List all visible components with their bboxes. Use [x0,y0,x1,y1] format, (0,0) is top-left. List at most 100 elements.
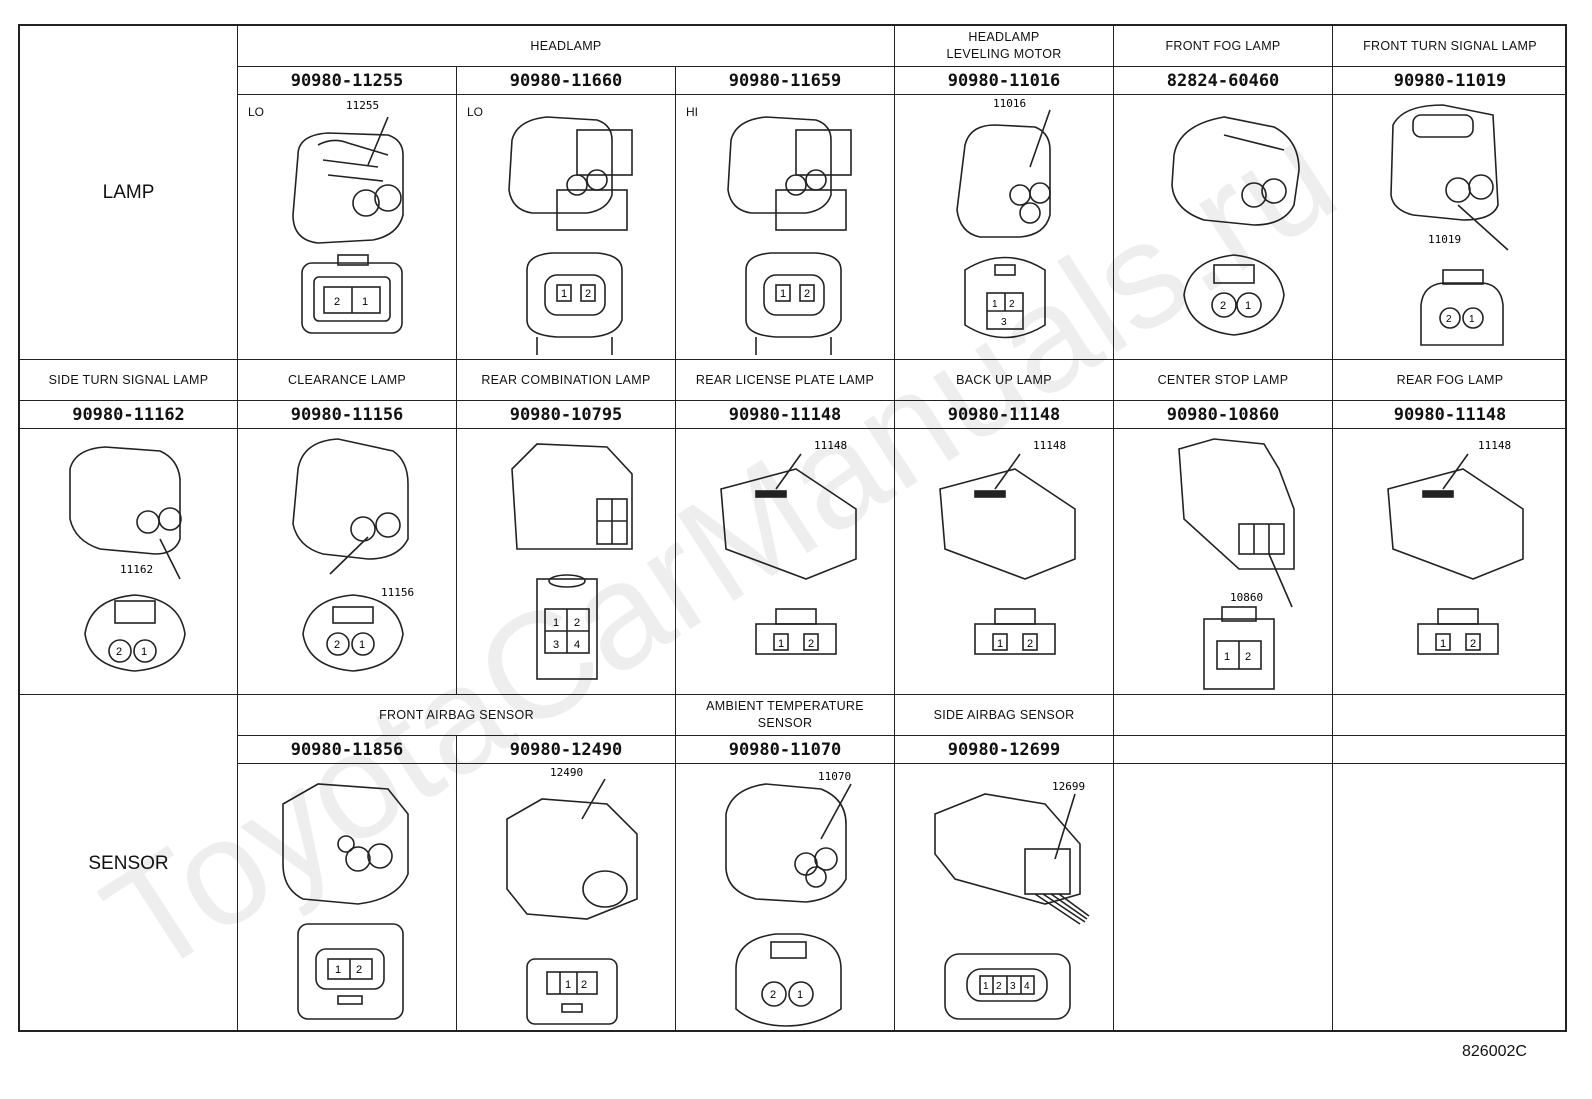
row-label-lamp: LAMP [20,26,238,360]
part-number: 90980-11255 [238,66,457,95]
col-header-text: AMBIENT TEMPERATURE SENSOR [706,699,864,730]
connector-illustration: 1 2 3 4 [511,443,633,680]
svg-text:3: 3 [1010,981,1016,992]
svg-text:2: 2 [574,617,580,629]
part-number-empty [1114,735,1333,764]
callout-label: 11162 [120,563,153,576]
col-header-text: REAR FOG LAMP [1396,372,1504,387]
connector-drawing: LO 1 2 [457,95,676,360]
callout-label: 11148 [1478,439,1511,452]
connector-illustration: 11162 2 1 [69,446,186,672]
group-header-text: HEADLAMP [530,38,602,53]
svg-text:1: 1 [992,299,998,310]
part-number: 90980-10860 [1114,400,1333,429]
connector-illustration: 12699 1 2 3 4 [934,780,1090,1020]
svg-text:4: 4 [1024,981,1030,992]
connector-drawing: 1 2 [238,764,457,1032]
connector-drawing: 11070 2 1 [676,764,895,1032]
col-header: CENTER STOP LAMP [1114,360,1333,401]
callout-label: 10860 [1230,591,1263,604]
col-header-empty [1333,695,1567,736]
connector-illustration: 2 1 [1171,116,1300,336]
col-header-text: CLEARANCE LAMP [287,372,407,387]
col-header: FRONT TURN SIGNAL LAMP [1333,26,1567,67]
col-header-text: FRONT TURN SIGNAL LAMP [1363,38,1537,53]
connector-illustration: 11019 2 1 [1390,104,1509,346]
connector-drawing: 11148 1 2 [676,429,895,695]
svg-text:1: 1 [1224,651,1230,663]
connector-drawing: HI 1 2 [676,95,895,360]
svg-text:1: 1 [335,964,341,976]
group-header-text: FRONT AIRBAG SENSOR [379,707,534,722]
col-header-empty [1114,695,1333,736]
svg-text:1: 1 [553,617,559,629]
col-header: REAR FOG LAMP [1333,360,1567,401]
svg-text:1: 1 [778,638,784,650]
svg-text:2: 2 [1027,638,1033,650]
connector-drawing: 2 1 [1114,95,1333,360]
part-number: 90980-11016 [895,66,1114,95]
connector-illustration: 1 2 [508,116,633,355]
connector-table: LAMP HEADLAMP HEADLAMP LEVELING MOTOR FR… [18,24,1567,1032]
connector-drawing: 11019 2 1 [1333,95,1567,360]
col-header: SIDE AIRBAG SENSOR [895,695,1114,736]
col-header-text: HEADLAMP LEVELING MOTOR [946,30,1062,61]
part-number: 90980-11162 [20,400,238,429]
connector-drawing: 10860 1 2 [1114,429,1333,695]
connector-drawing: 11156 2 1 [238,429,457,695]
connector-drawing: 11148 1 2 [895,429,1114,695]
part-number: 90980-11148 [895,400,1114,429]
svg-text:2: 2 [334,296,340,308]
row-label-text: SENSOR [88,852,169,874]
row-label-sensor: SENSOR [20,695,238,1032]
col-header: AMBIENT TEMPERATURE SENSOR [676,695,895,736]
connector-drawing: 12699 1 2 3 4 [895,764,1114,1032]
callout-label: 11148 [814,439,847,452]
group-header-headlamp: HEADLAMP [238,26,895,67]
svg-text:2: 2 [770,989,776,1001]
part-number: 90980-11856 [238,735,457,764]
connector-illustration: 1 2 [727,116,852,355]
connector-drawing: 11162 2 1 [20,429,238,695]
part-number: 90980-11148 [676,400,895,429]
svg-text:2: 2 [356,964,362,976]
col-header: REAR LICENSE PLATE LAMP [676,360,895,401]
connector-drawing: LO 11255 2 1 [238,95,457,360]
svg-text:2: 2 [581,979,587,991]
callout-label: 12490 [550,766,583,779]
connector-illustration: 11148 1 2 [1387,439,1524,655]
svg-text:1: 1 [362,296,368,308]
part-number: 90980-12699 [895,735,1114,764]
col-header: HEADLAMP LEVELING MOTOR [895,26,1114,67]
col-header: REAR COMBINATION LAMP [457,360,676,401]
svg-text:1: 1 [141,646,147,658]
part-number: 90980-10795 [457,400,676,429]
callout-label: 12699 [1052,780,1085,793]
part-number: 90980-11660 [457,66,676,95]
callout-label: 11148 [1033,439,1066,452]
svg-text:1: 1 [1440,638,1446,650]
svg-text:2: 2 [804,288,810,300]
callout-label: 11016 [993,97,1026,110]
col-header-text: SIDE TURN SIGNAL LAMP [48,372,209,387]
col-header: FRONT FOG LAMP [1114,26,1333,67]
svg-text:1: 1 [780,288,786,300]
svg-text:3: 3 [1001,317,1007,328]
empty-cell [1114,764,1333,1032]
variant-tag: LO [467,105,484,119]
connector-illustration: 1 2 [282,783,409,1020]
svg-text:1: 1 [1469,314,1475,325]
svg-text:2: 2 [808,638,814,650]
svg-text:1: 1 [565,979,571,991]
col-header-text: BACK UP LAMP [956,372,1052,387]
svg-text:2: 2 [1245,651,1251,663]
svg-text:1: 1 [997,638,1003,650]
svg-text:1: 1 [359,639,365,651]
part-number: 90980-11019 [1333,66,1567,95]
drawing-code: 826002C [1462,1043,1527,1060]
variant-tag: LO [248,105,265,119]
connector-illustration: 11148 1 2 [720,439,857,655]
callout-label: 11019 [1428,233,1461,246]
part-number: 82824-60460 [1114,66,1333,95]
part-number: 90980-11148 [1333,400,1567,429]
